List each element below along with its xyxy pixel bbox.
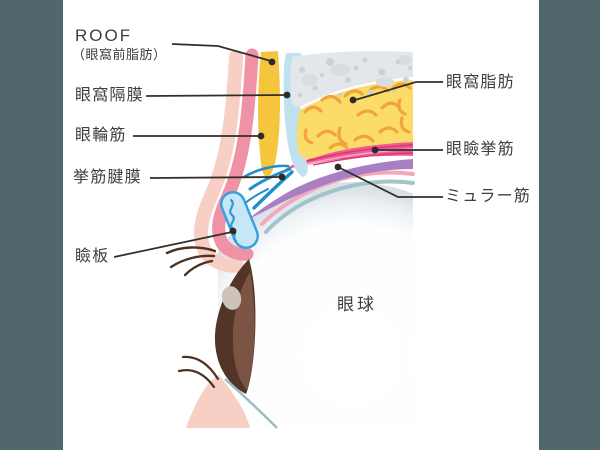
cornea-edge-line [224, 378, 278, 429]
tarsal-plate-shape [220, 191, 259, 249]
muller-muscle-band [249, 159, 413, 219]
iris-shape [214, 259, 256, 394]
label-eyeball: 眼球 [337, 295, 377, 314]
lower-eyelid-shape [186, 375, 250, 428]
bone-texture-speckles [298, 57, 412, 97]
orbital-bone-shape [290, 51, 413, 107]
leader-line-orbital-septum [145, 94, 287, 97]
leader-line-roof [171, 43, 272, 62]
label-orbicularis: 眼輪筋 [75, 127, 127, 144]
label-aponeurosis: 挙筋腱膜 [73, 169, 142, 186]
levator-aponeurosis-streaks [242, 164, 294, 210]
sclera-rim-line [264, 179, 415, 234]
label-roof-subtext: （眼窩前脂肪） [72, 47, 167, 62]
label-orbital-septum: 眼窩隔膜 [75, 87, 144, 104]
leader-line-tarsal-plate [113, 231, 233, 258]
right-border-panel [539, 0, 600, 450]
skin-band [193, 50, 244, 273]
label-muller: ミュラー筋 [445, 188, 532, 205]
leader-lines [113, 43, 443, 258]
fat-texture-squiggles [303, 82, 412, 150]
conjunctiva-line [260, 170, 415, 226]
leader-dots [229, 58, 379, 235]
left-border-panel [0, 0, 63, 450]
leader-line-aponeurosis [149, 176, 282, 179]
roof-fat-strip [258, 51, 280, 178]
label-levator: 眼瞼挙筋 [446, 141, 515, 158]
orbital-fat-shape [296, 80, 413, 159]
upper-eyelashes [165, 246, 217, 277]
bone-texture-patches [302, 55, 412, 87]
leader-line-muller [339, 167, 443, 198]
levator-muscle-band [285, 142, 414, 169]
label-orbital-fat: 眼窩脂肪 [446, 74, 515, 91]
lower-eyelashes [177, 355, 220, 389]
eyeball-sphere [218, 182, 413, 428]
label-roof: ROOF [75, 26, 133, 45]
leader-line-orbital-fat [354, 81, 443, 101]
label-tarsal-plate: 瞼板 [75, 248, 110, 265]
